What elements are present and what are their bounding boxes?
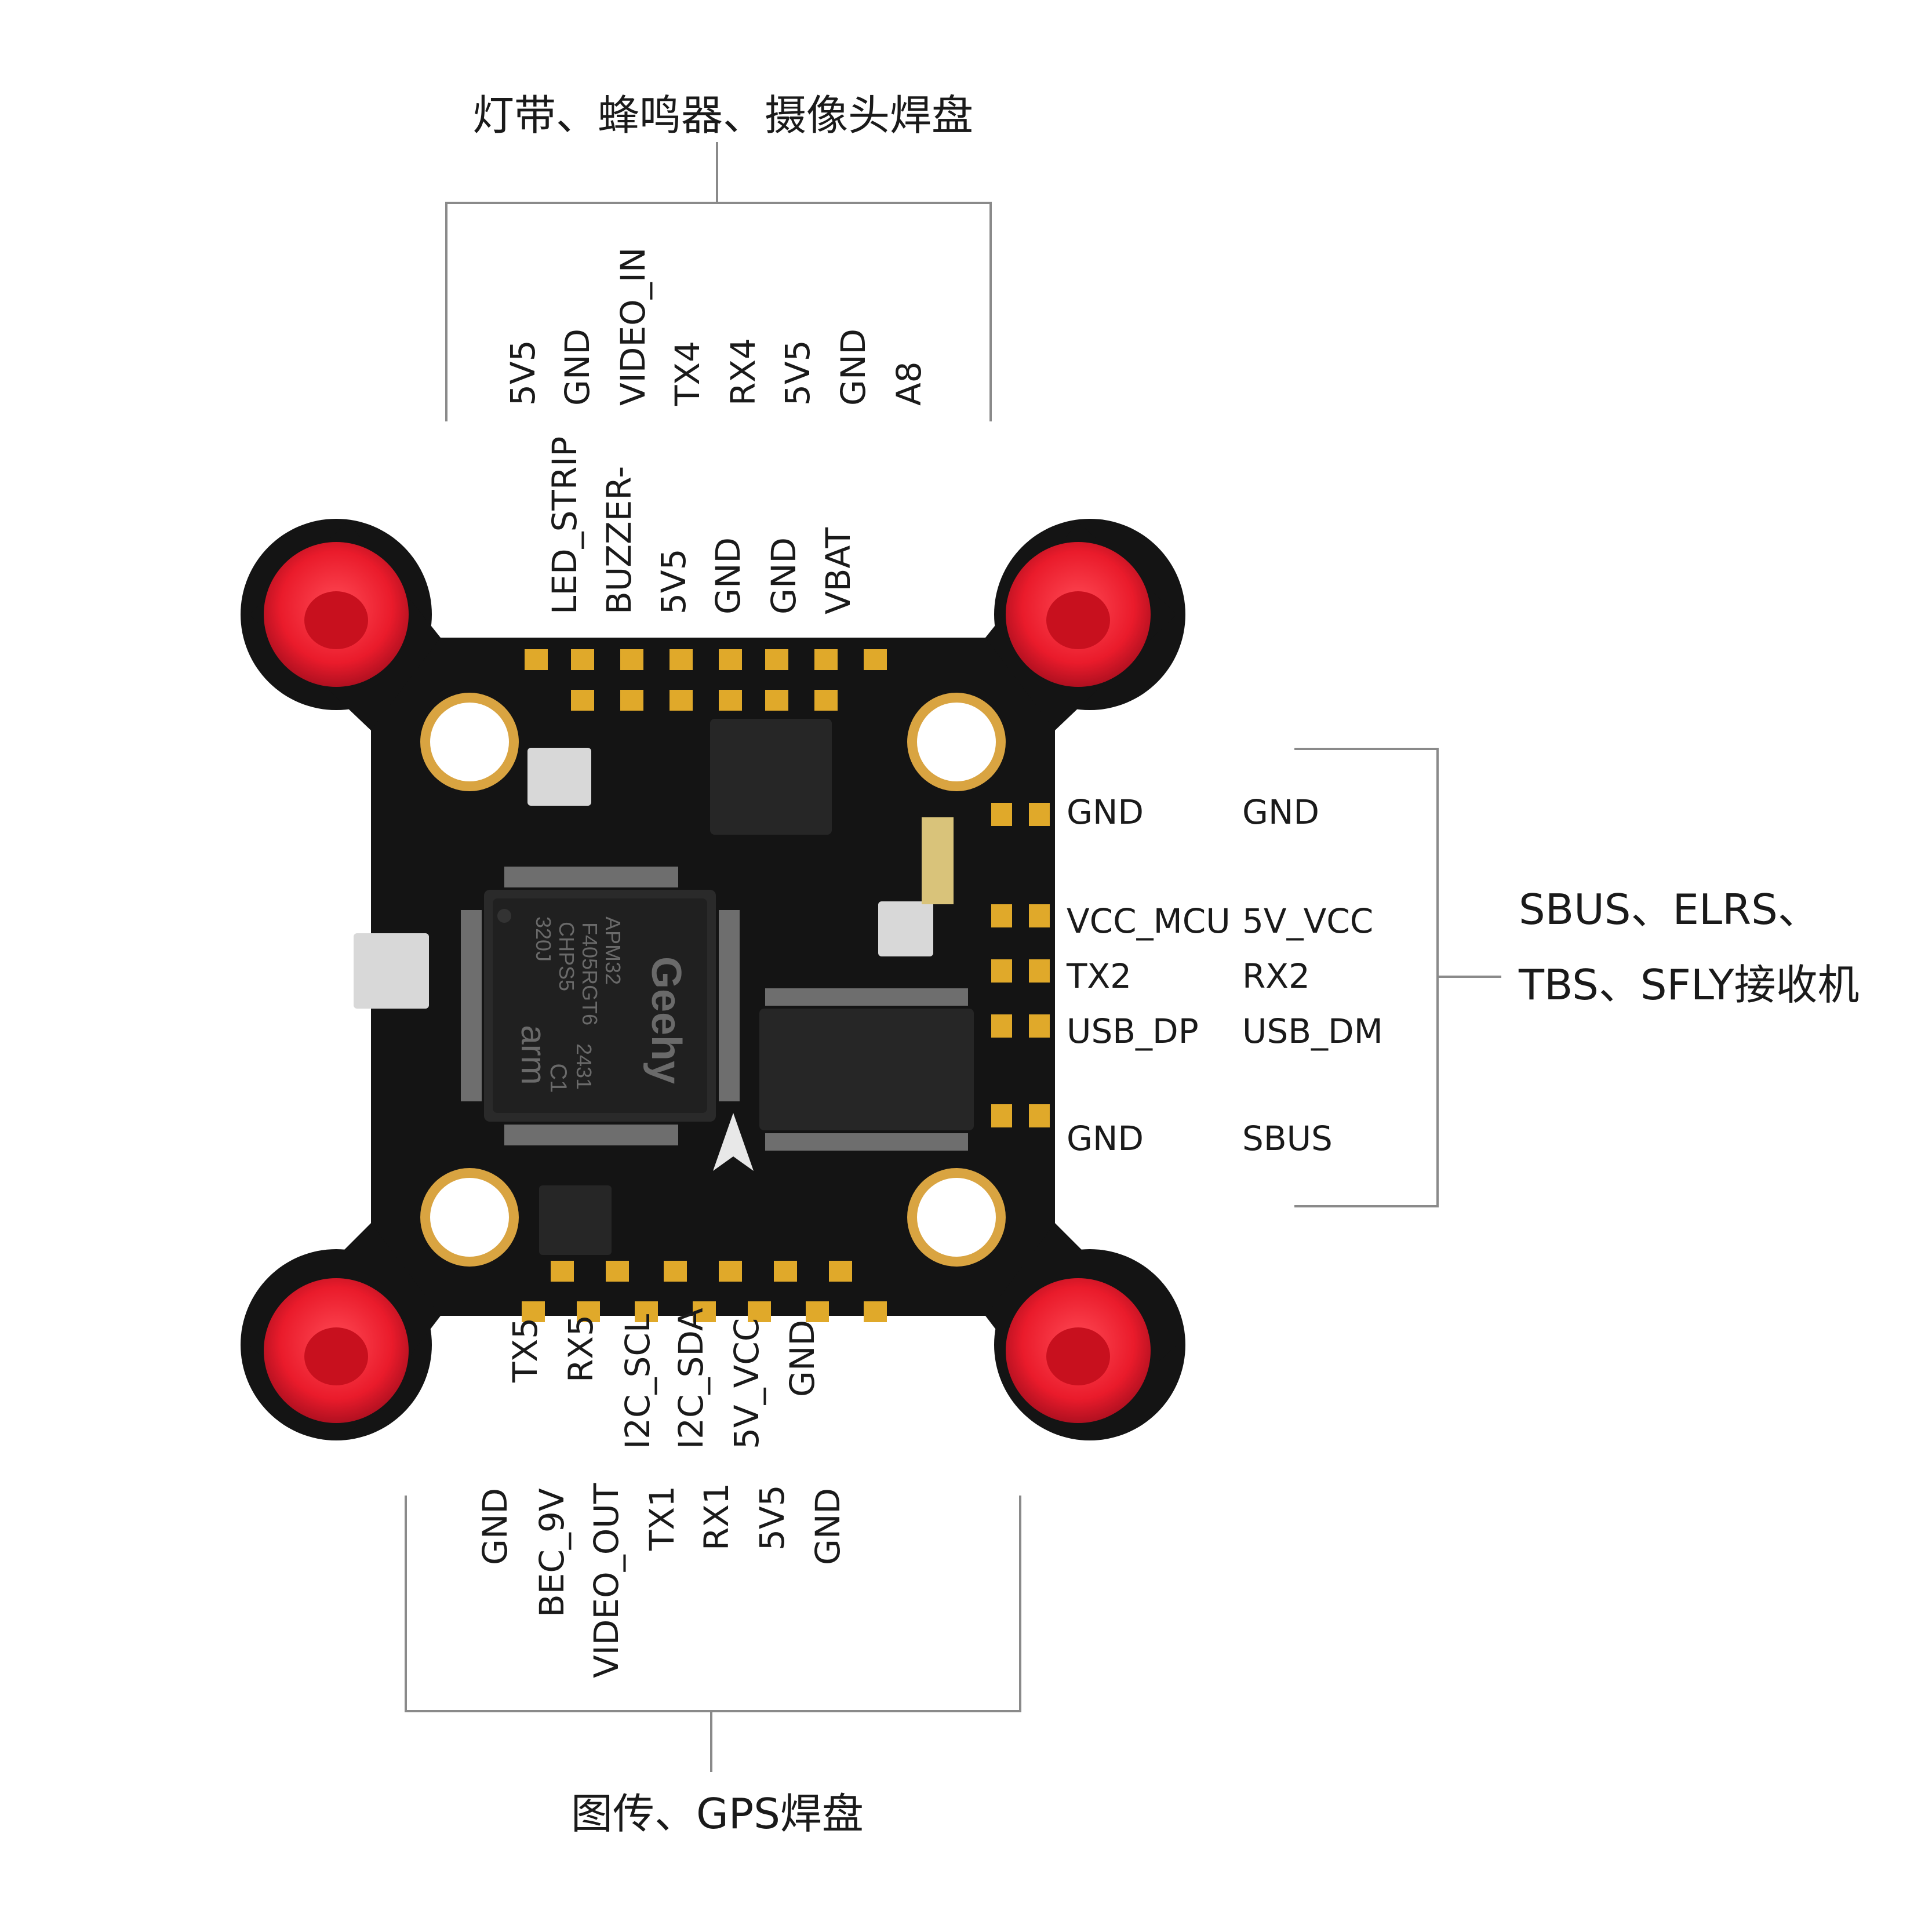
right-bracket-stem bbox=[1438, 976, 1501, 978]
right-inner-pin: VCC_MCU bbox=[1067, 901, 1231, 941]
mcu-chip bbox=[461, 867, 740, 1145]
mcu-brand: Geehy bbox=[643, 956, 689, 1084]
bottom-group-title: 图传、GPS焊盘 bbox=[571, 1789, 864, 1838]
right-solder-pads bbox=[991, 803, 1050, 1127]
mcu-code2: 2431 bbox=[572, 1043, 596, 1090]
right-group-title-line1: SBUS、ELRS、 bbox=[1519, 885, 1820, 934]
bottom-bracket-stem bbox=[710, 1711, 712, 1772]
top-bracket-stem bbox=[716, 142, 718, 203]
right-group-title-line2: TBS、SFLY接收机 bbox=[1519, 960, 1860, 1009]
top-group-title: 灯带、蜂鸣器、摄像头焊盘 bbox=[472, 91, 974, 140]
mcu-part4: 320J bbox=[532, 916, 555, 962]
mcu-code1: C1 bbox=[545, 1063, 571, 1093]
secondary-chips bbox=[354, 719, 974, 1255]
top-bracket bbox=[445, 202, 992, 421]
right-outer-pin: GND bbox=[1242, 792, 1319, 832]
right-outer-pin: USB_DM bbox=[1242, 1012, 1383, 1051]
mcu-part1: APM32 bbox=[601, 916, 625, 985]
right-inner-pin: GND bbox=[1067, 1119, 1144, 1158]
right-outer-pin: RX2 bbox=[1242, 956, 1310, 996]
right-inner-pin: GND bbox=[1067, 792, 1144, 832]
mcu-markings: Geehy APM32 F405RGT6 CHPS5 320J C1 2431 … bbox=[514, 916, 689, 1093]
rubber-grommets bbox=[264, 542, 1151, 1423]
bottom-bracket bbox=[405, 1496, 1021, 1712]
right-outer-pin: 5V_VCC bbox=[1242, 901, 1374, 941]
mcu-part2: F405RGT6 bbox=[578, 922, 602, 1025]
mounting-holes bbox=[420, 693, 1006, 1267]
top-solder-pads bbox=[525, 649, 887, 711]
mcu-arm: arm bbox=[514, 1025, 553, 1085]
right-inner-pin: TX2 bbox=[1067, 956, 1132, 996]
mcu-part3: CHPS5 bbox=[555, 922, 578, 991]
right-outer-pin: SBUS bbox=[1242, 1119, 1333, 1158]
bottom-solder-pads bbox=[522, 1261, 887, 1322]
right-inner-pin: USB_DP bbox=[1067, 1012, 1199, 1051]
direction-arrow-icon bbox=[713, 1113, 754, 1171]
